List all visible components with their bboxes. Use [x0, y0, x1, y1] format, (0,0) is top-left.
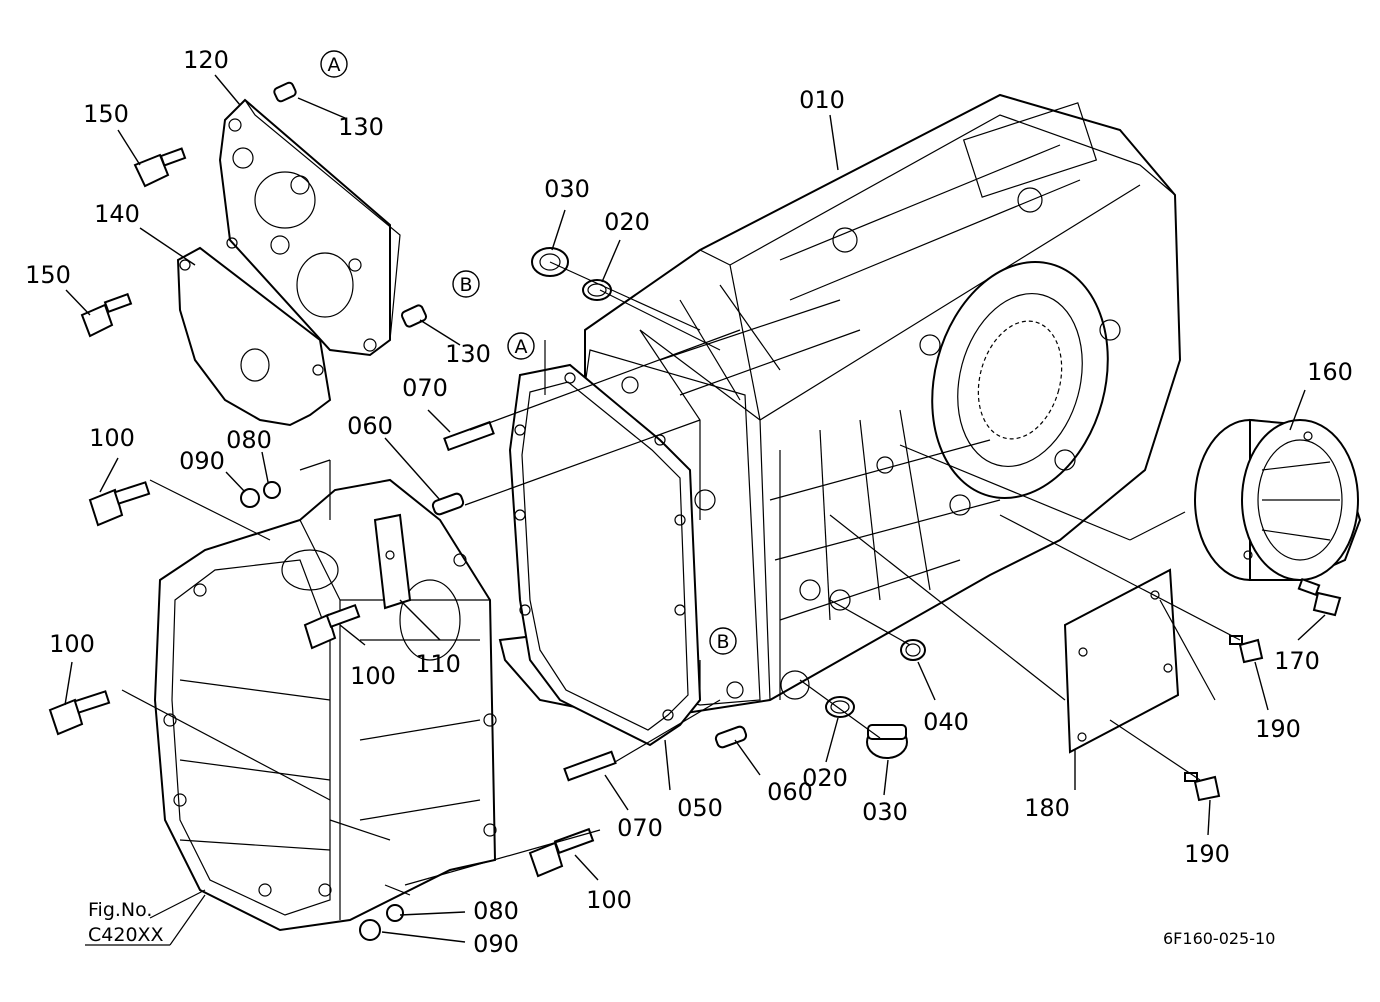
- stud-070-lower: [563, 750, 617, 782]
- callout-030: 030: [544, 175, 590, 203]
- callout-040: 040: [923, 708, 969, 736]
- ref-circle-a-top: A: [320, 50, 348, 78]
- nut-090-upper: [240, 488, 260, 508]
- callout-070: 070: [402, 374, 448, 402]
- callout-150: 150: [83, 100, 129, 128]
- callout-160: 160: [1307, 358, 1353, 386]
- ref-letter: A: [515, 336, 528, 358]
- bolt-190-lower: [1184, 772, 1221, 802]
- bolt-190-upper: [1229, 635, 1264, 664]
- bolt-100-a: [88, 481, 151, 527]
- ref-letter: B: [716, 631, 729, 653]
- pin-060-upper: [431, 492, 465, 516]
- callouts: 010 020 020 030 030 040 050 060 060 070 …: [25, 46, 1353, 958]
- bolt-170: [1297, 577, 1342, 617]
- callout-010: 010: [799, 86, 845, 114]
- callout-080: 080: [226, 426, 272, 454]
- ref-circle-b-case: B: [709, 627, 737, 655]
- bolt-100-d: [528, 827, 595, 878]
- callout-100: 100: [49, 630, 95, 658]
- callout-080: 080: [473, 897, 519, 925]
- callout-190: 190: [1255, 715, 1301, 743]
- callout-130: 130: [338, 113, 384, 141]
- ref-letter: A: [328, 54, 341, 76]
- figure-label: Fig.No.: [88, 899, 152, 921]
- callout-100: 100: [586, 886, 632, 914]
- callout-020: 020: [604, 208, 650, 236]
- bracket-110: [373, 513, 412, 610]
- seal-020-lower: [825, 696, 855, 718]
- callout-110: 110: [415, 650, 461, 678]
- nut-090-lower: [359, 919, 381, 941]
- callout-100: 100: [89, 424, 135, 452]
- seal-040: [900, 639, 926, 661]
- front-housing: [153, 478, 497, 932]
- callout-150: 150: [25, 261, 71, 289]
- callout-020: 020: [802, 764, 848, 792]
- ref-circle-a-case: A: [507, 332, 535, 360]
- drawing-code: 6F160-025-10: [1163, 929, 1275, 948]
- callout-140: 140: [94, 200, 140, 228]
- bolt-100-b: [48, 690, 111, 736]
- washer-080-lower: [386, 904, 404, 922]
- callout-060: 060: [347, 412, 393, 440]
- pin-060-lower: [714, 725, 748, 749]
- callout-130: 130: [445, 340, 491, 368]
- cover-120: [218, 98, 401, 357]
- callout-180: 180: [1024, 794, 1070, 822]
- dowel-130-lower: [400, 304, 428, 328]
- stud-070-upper: [443, 420, 495, 452]
- callout-120: 120: [183, 46, 229, 74]
- washer-080-upper: [263, 481, 281, 499]
- callout-050: 050: [677, 794, 723, 822]
- retainer-160: [1194, 418, 1362, 581]
- bolt-150-upper: [133, 147, 187, 188]
- plug-030-lower: [866, 724, 908, 759]
- leader-lines: [64, 74, 1326, 946]
- callout-030: 030: [862, 798, 908, 826]
- figure-number: C420XX: [88, 924, 164, 946]
- callout-090: 090: [179, 447, 225, 475]
- gasket-050: [508, 363, 702, 747]
- callout-070: 070: [617, 814, 663, 842]
- plate-180: [1063, 568, 1180, 754]
- bolt-100-c: [303, 603, 361, 650]
- ref-letter: B: [459, 274, 472, 296]
- callout-170: 170: [1274, 647, 1320, 675]
- callout-090: 090: [473, 930, 519, 958]
- callout-100: 100: [350, 662, 396, 690]
- bolt-150-lower: [80, 292, 133, 338]
- callout-190: 190: [1184, 840, 1230, 868]
- ref-circle-b-top: B: [452, 270, 480, 298]
- gasket-140: [176, 237, 332, 427]
- callout-060: 060: [767, 778, 813, 806]
- dowel-130-upper: [273, 81, 297, 103]
